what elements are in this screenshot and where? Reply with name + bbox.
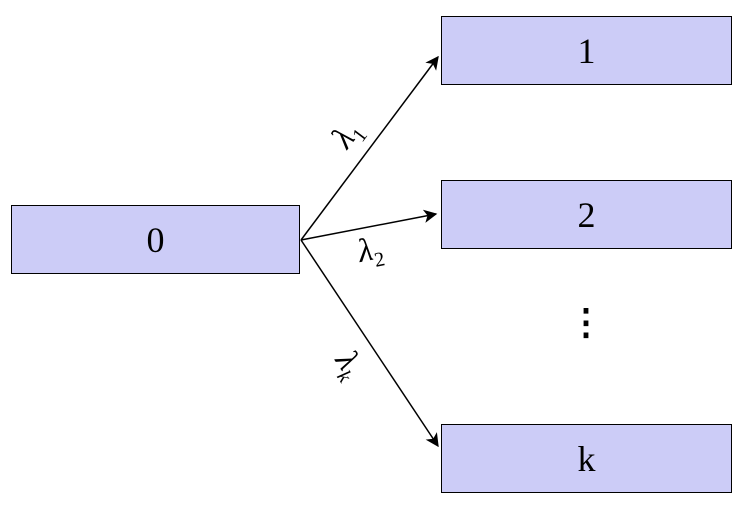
vertical-ellipsis: ⋮: [568, 302, 604, 342]
state-node-k-label: k: [577, 438, 596, 479]
state-node-2-label: 2: [577, 194, 596, 235]
state-node-0: 0: [11, 205, 300, 274]
state-node-1: 1: [441, 16, 732, 85]
arrow-0-to-2: [300, 209, 438, 241]
state-node-2: 2: [441, 180, 732, 249]
arrow-0-to-1: [300, 55, 439, 241]
arrow-0-to-k: [300, 239, 439, 448]
state-node-k: k: [441, 424, 732, 493]
state-node-1-label: 1: [577, 30, 596, 71]
state-node-0-label: 0: [146, 219, 165, 260]
